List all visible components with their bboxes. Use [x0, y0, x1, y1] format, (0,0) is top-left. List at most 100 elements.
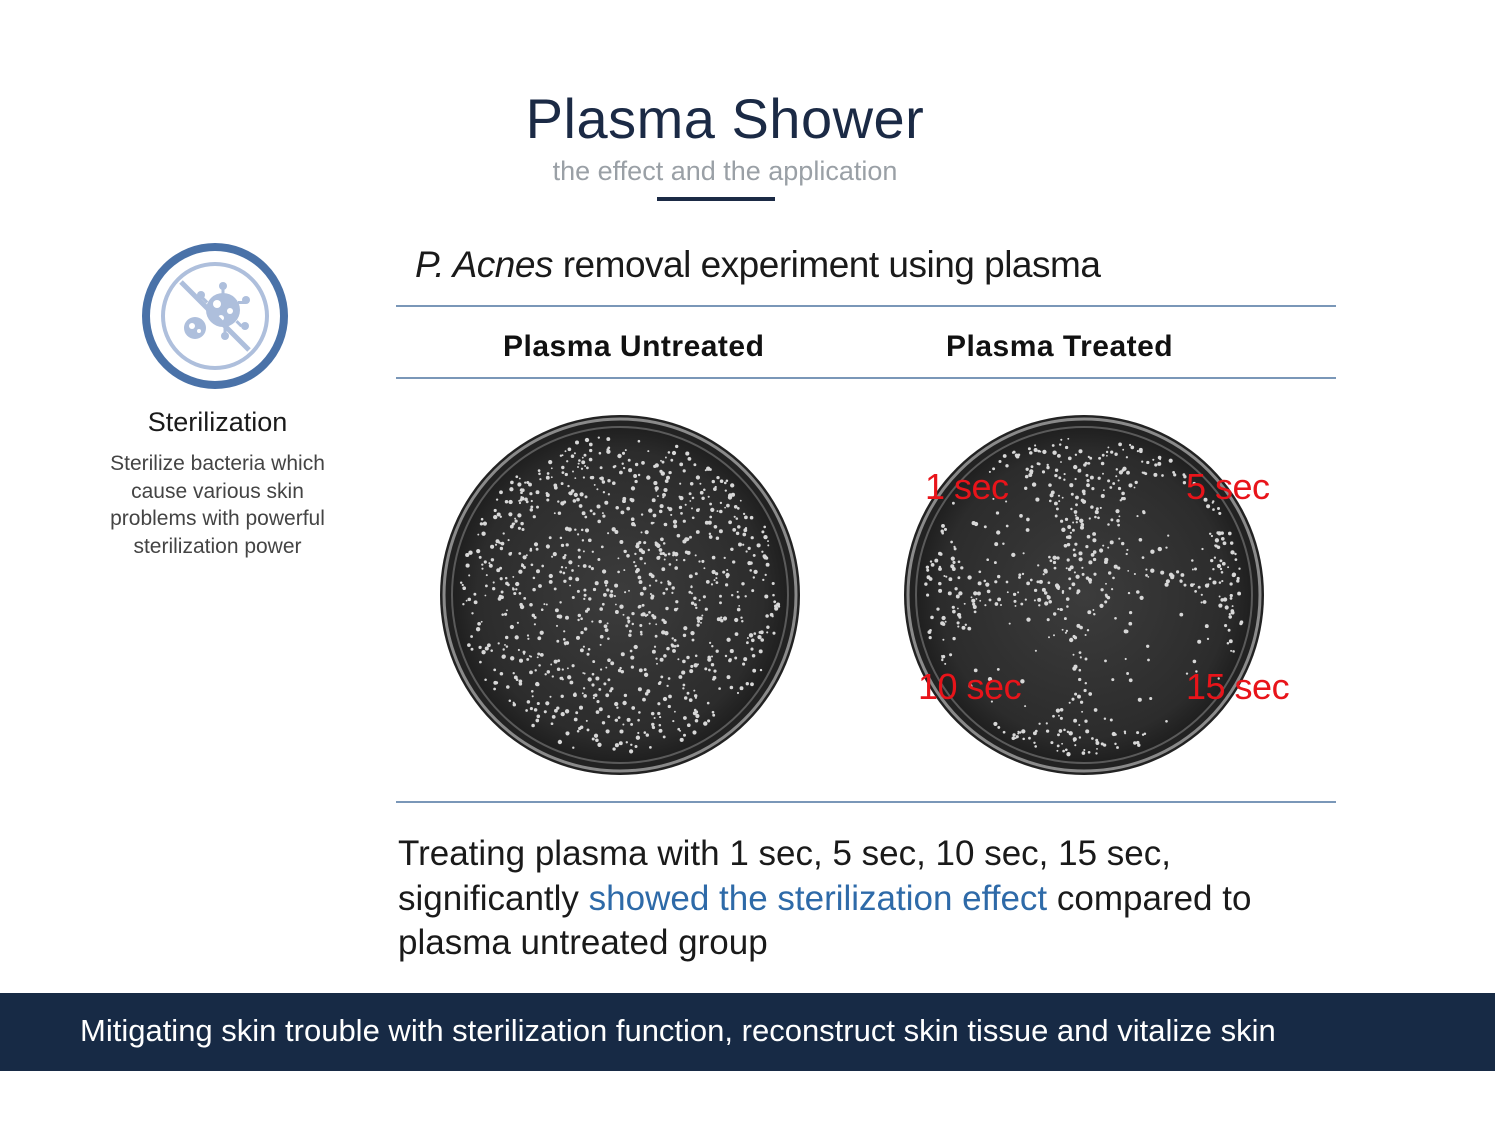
colony-dot [988, 470, 991, 473]
colony-dot [671, 450, 677, 456]
colony-dot [612, 465, 616, 469]
colony-dot [1118, 515, 1121, 518]
colony-dot [600, 476, 604, 481]
colony-dot [679, 729, 682, 732]
colony-dot [1058, 729, 1063, 733]
colony-dot [530, 563, 534, 567]
colony-dot [565, 543, 569, 547]
colony-dot [1085, 729, 1090, 734]
colony-dot [1085, 473, 1089, 477]
colony-dot [654, 463, 659, 468]
colony-dot [685, 451, 690, 456]
colony-dot [578, 459, 581, 462]
colony-dot [696, 508, 700, 512]
colony-dot [689, 482, 694, 486]
colony-dot [589, 448, 593, 453]
colony-dot [1216, 563, 1222, 569]
colony-dot [667, 704, 671, 709]
colony-dot [1017, 453, 1021, 457]
colony-dot [540, 608, 544, 611]
colony-dot [551, 555, 554, 558]
colony-dot [670, 513, 673, 516]
colony-dot [746, 641, 749, 645]
colony-dot [1180, 573, 1185, 577]
colony-dot [658, 681, 662, 684]
colony-dot [699, 482, 702, 485]
colony-dot [722, 570, 726, 574]
colony-dot [502, 648, 505, 651]
colony-dot [682, 659, 686, 664]
colony-dot [1046, 618, 1050, 622]
colony-dot [949, 653, 953, 657]
colony-dot [528, 655, 531, 657]
colony-dot [761, 550, 764, 553]
colony-dot [1116, 518, 1120, 523]
colony-dot [702, 595, 706, 599]
colony-dot [534, 669, 537, 672]
colony-dot [560, 501, 565, 506]
colony-dot [660, 471, 665, 476]
colony-dot [1218, 581, 1222, 584]
colony-dot [705, 580, 710, 584]
colony-dot [1037, 449, 1041, 453]
colony-dot [521, 528, 525, 531]
colony-dot [746, 637, 749, 639]
colony-dot [714, 572, 719, 576]
colony-dot [582, 550, 585, 553]
colony-dot [950, 556, 955, 561]
colony-dot [950, 540, 953, 544]
colony-dot [531, 695, 534, 698]
colony-dot [577, 533, 580, 536]
colony-dot [724, 583, 729, 587]
colony-dot [617, 453, 622, 459]
colony-dot [470, 635, 474, 638]
colony-dot [983, 579, 987, 583]
colony-dot [634, 564, 637, 568]
colony-dot [1078, 736, 1082, 739]
colony-dot [495, 681, 499, 685]
colony-dot [668, 470, 672, 475]
colony-dot [1047, 581, 1051, 585]
colony-dot [645, 733, 649, 737]
colony-dot [740, 616, 743, 619]
colony-dot [667, 677, 671, 680]
colony-dot [744, 515, 748, 520]
colony-dot [652, 615, 657, 620]
colony-dot [684, 503, 687, 506]
colony-dot [1093, 708, 1098, 712]
divider [396, 801, 1336, 803]
colony-dot [631, 611, 635, 616]
colony-dot [517, 648, 520, 652]
colony-dot [597, 558, 601, 561]
colony-dot [524, 497, 528, 502]
colony-dot [624, 449, 627, 452]
colony-dot [1133, 741, 1137, 745]
colony-dot [614, 701, 619, 707]
colony-dot [753, 569, 758, 575]
colony-dot [1081, 572, 1085, 576]
colony-dot [1025, 467, 1029, 471]
colony-dot [623, 549, 626, 552]
colony-dot [1090, 553, 1095, 557]
colony-dot [593, 693, 598, 698]
colony-dot [550, 476, 553, 479]
colony-dot [671, 637, 674, 640]
colony-dot [509, 551, 513, 555]
colony-dot [1046, 463, 1049, 467]
colony-dot [467, 643, 471, 647]
colony-dot [1101, 453, 1105, 457]
colony-dot [584, 528, 590, 533]
colony-dot [662, 696, 668, 702]
colony-dot [1173, 473, 1177, 477]
colony-dot [747, 561, 752, 566]
colony-dot [1060, 461, 1062, 463]
colony-dot [628, 589, 630, 592]
colony-dot [587, 648, 591, 651]
colony-dot [654, 541, 658, 544]
experiment-heading: P. Acnes removal experiment using plasma [415, 244, 1101, 286]
colony-dot [518, 569, 523, 574]
colony-dot [1063, 478, 1066, 481]
colony-dot [571, 664, 575, 668]
colony-dot [582, 476, 586, 479]
colony-dot [679, 462, 684, 467]
